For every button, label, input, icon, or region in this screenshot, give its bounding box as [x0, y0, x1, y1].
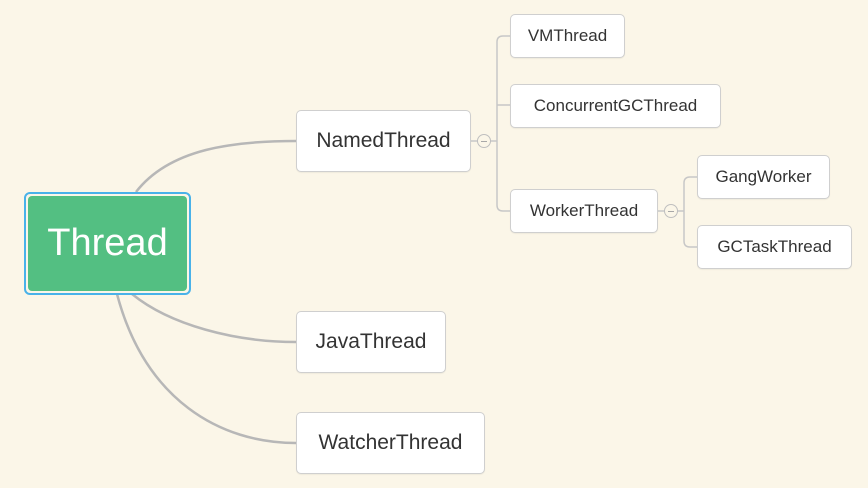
root-label: Thread — [28, 196, 187, 291]
node-gctaskthread[interactable]: GCTaskThread — [697, 225, 852, 269]
connector-namedthread-trunk — [496, 35, 510, 212]
node-concurrentgcthread[interactable]: ConcurrentGCThread — [510, 84, 721, 128]
collapse-workerthread-icon[interactable] — [664, 204, 678, 218]
node-watcherthread[interactable]: WatcherThread — [296, 412, 485, 474]
node-vmthread[interactable]: VMThread — [510, 14, 625, 58]
node-namedthread[interactable]: NamedThread — [296, 110, 471, 172]
collapse-namedthread-icon[interactable] — [477, 134, 491, 148]
connector-workerthread-trunk — [683, 176, 697, 248]
connector-root-javathread — [131, 293, 297, 344]
root-node[interactable]: Thread — [24, 192, 191, 295]
connector-root-watcherthread — [115, 293, 297, 445]
connector-root-namedthread — [135, 139, 297, 193]
node-gangworker[interactable]: GangWorker — [697, 155, 830, 199]
node-javathread[interactable]: JavaThread — [296, 311, 446, 373]
node-workerthread[interactable]: WorkerThread — [510, 189, 658, 233]
